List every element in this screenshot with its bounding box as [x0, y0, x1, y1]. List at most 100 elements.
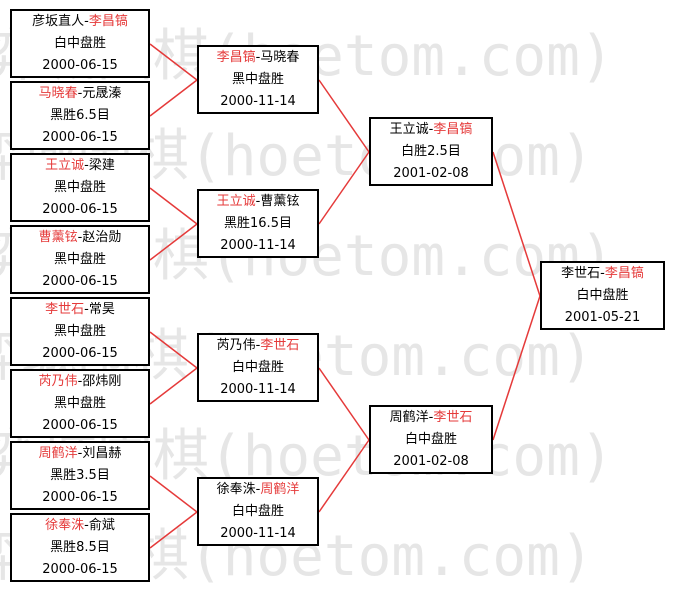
match-box-r2-2: 王立诚-曹薰铉 黑胜16.5目 2000-11-14: [197, 189, 319, 258]
match-box-r3-1: 王立诚-李昌镐 白胜2.5目 2001-02-08: [369, 117, 493, 186]
match-box-r3-2: 周鹤洋-李世石 白中盘胜 2001-02-08: [369, 405, 493, 474]
match-date: 2000-11-14: [220, 94, 296, 109]
match-result: 黑中盘胜: [53, 180, 106, 195]
match-date: 2001-05-21: [564, 310, 641, 325]
bracket-connector: [318, 79, 370, 153]
separator: -: [84, 14, 89, 29]
player-2: 马晓春: [260, 50, 300, 65]
match-result: 黑中盘胜: [231, 72, 284, 87]
bracket-connector: [149, 367, 198, 405]
match-date: 2000-11-14: [220, 526, 296, 541]
separator: -: [77, 446, 83, 461]
player-1-winner: 李昌镐: [216, 50, 256, 65]
match-box-r1-6: 芮乃伟-邵炜刚 黑中盘胜 2000-06-15: [10, 369, 150, 438]
player-2: 俞斌: [88, 518, 115, 533]
separator: -: [255, 482, 261, 497]
match-date: 2000-06-15: [42, 274, 118, 289]
separator: -: [84, 158, 89, 173]
match-date: 2000-06-15: [42, 562, 118, 577]
player-2: 元晟溱: [82, 86, 122, 101]
player-1-winner: 王立诚: [45, 158, 85, 173]
bracket-connector: [149, 187, 198, 225]
match-box-r1-3: 王立诚-梁建 黑中盘胜 2000-06-15: [10, 153, 150, 222]
match-box-r1-5: 李世石-常昊 黑中盘胜 2000-06-15: [10, 297, 150, 366]
bracket-connector: [149, 223, 198, 261]
separator: -: [77, 86, 83, 101]
separator: -: [84, 518, 89, 533]
player-2: 赵治勋: [82, 230, 122, 245]
separator: -: [255, 50, 261, 65]
player-2: 梁建: [88, 158, 115, 173]
match-result: 黑胜16.5目: [224, 216, 292, 231]
match-result: 黑胜8.5目: [50, 540, 110, 555]
match-box-r1-4: 曹薰铉-赵治勋 黑中盘胜 2000-06-15: [10, 225, 150, 294]
match-box-r1-2: 马晓春-元晟溱 黑胜6.5目 2000-06-15: [10, 81, 150, 150]
player-2-winner: 李昌镐: [88, 14, 128, 29]
match-box-r2-4: 徐奉洙-周鹤洋 白中盘胜 2000-11-14: [197, 477, 319, 546]
match-result: 黑中盘胜: [53, 396, 106, 411]
match-result: 黑中盘胜: [53, 252, 106, 267]
match-box-r1-8: 徐奉洙-俞斌 黑胜8.5目 2000-06-15: [10, 513, 150, 582]
player-1: 彦坂直人: [32, 14, 85, 29]
player-1: 李世石: [561, 266, 601, 281]
separator: -: [255, 338, 261, 353]
match-date: 2000-06-15: [42, 490, 118, 505]
separator: -: [428, 122, 434, 137]
player-1-winner: 李世石: [45, 302, 85, 317]
player-2: 常昊: [88, 302, 115, 317]
match-date: 2001-02-08: [393, 166, 469, 181]
bracket-connector: [149, 331, 198, 369]
player-1-winner: 芮乃伟: [38, 374, 78, 389]
match-date: 2000-06-15: [42, 202, 118, 217]
separator: -: [600, 266, 605, 281]
bracket-connector: [149, 475, 198, 513]
separator: -: [428, 410, 434, 425]
player-1-winner: 马晓春: [38, 86, 78, 101]
match-result: 黑胜3.5目: [50, 468, 110, 483]
match-result: 黑中盘胜: [53, 324, 106, 339]
player-2: 刘昌赫: [82, 446, 122, 461]
player-2: 曹薰铉: [260, 194, 300, 209]
match-result: 白中盘胜: [231, 360, 284, 375]
match-date: 2000-06-15: [42, 346, 118, 361]
bracket-connector: [318, 439, 370, 513]
match-date: 2000-11-14: [220, 382, 296, 397]
player-1: 芮乃伟: [216, 338, 256, 353]
match-date: 2000-11-14: [220, 238, 296, 253]
bracket-connector: [492, 151, 541, 297]
player-2-winner: 李世石: [260, 338, 300, 353]
player-1: 王立诚: [389, 122, 429, 137]
match-result: 黑胜6.5目: [50, 108, 110, 123]
player-2-winner: 周鹤洋: [260, 482, 300, 497]
player-2-winner: 李世石: [433, 410, 473, 425]
separator: -: [77, 230, 83, 245]
match-box-r2-3: 芮乃伟-李世石 白中盘胜 2000-11-14: [197, 333, 319, 402]
match-result: 白胜2.5目: [401, 144, 461, 159]
separator: -: [77, 374, 83, 389]
match-box-r2-1: 李昌镐-马晓春 黑中盘胜 2000-11-14: [197, 45, 319, 114]
match-result: 白中盘胜: [231, 504, 284, 519]
match-box-r1-7: 周鹤洋-刘昌赫 黑胜3.5目 2000-06-15: [10, 441, 150, 510]
separator: -: [255, 194, 261, 209]
match-result: 白中盘胜: [53, 36, 106, 51]
player-1-winner: 周鹤洋: [38, 446, 78, 461]
player-1-winner: 徐奉洙: [45, 518, 85, 533]
player-2-winner: 李昌镐: [604, 266, 644, 281]
match-date: 2000-06-15: [42, 130, 118, 145]
player-1: 周鹤洋: [389, 410, 429, 425]
player-1: 徐奉洙: [216, 482, 256, 497]
bracket-connector: [149, 43, 198, 81]
match-date: 2000-06-15: [42, 418, 118, 433]
player-1-winner: 曹薰铉: [38, 230, 78, 245]
match-result: 白中盘胜: [404, 432, 457, 447]
separator: -: [84, 302, 89, 317]
bracket-connector: [318, 151, 370, 225]
player-2: 邵炜刚: [82, 374, 122, 389]
player-1-winner: 王立诚: [216, 194, 256, 209]
bracket-connector: [318, 367, 370, 441]
match-box-final: 李世石-李昌镐 白中盘胜 2001-05-21: [540, 261, 665, 330]
bracket-connector: [149, 511, 198, 549]
match-date: 2000-06-15: [42, 58, 118, 73]
bracket-connector: [492, 295, 541, 441]
